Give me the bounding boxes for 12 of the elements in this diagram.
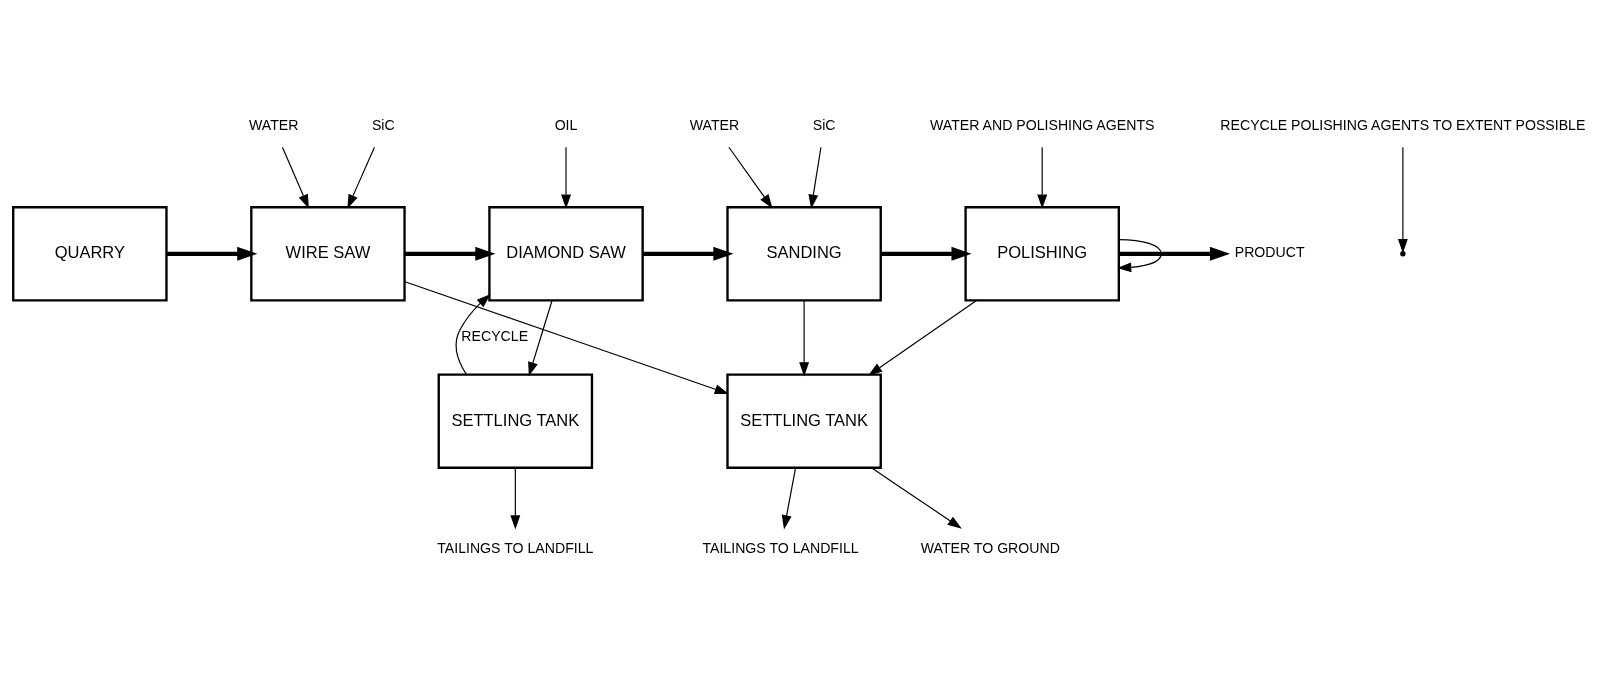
node-text: SiC — [371, 116, 395, 133]
node-text: WATER — [689, 116, 740, 133]
node-text: PRODUCT — [1234, 244, 1305, 261]
node-text: TAILINGS TO LANDFILL — [437, 539, 594, 556]
edge-label: RECYCLE — [461, 328, 529, 345]
node-text: TAILINGS TO LANDFILL — [702, 539, 859, 556]
node-text: RECYCLE POLISHING AGENTS TO EXTENT POSSIBLE — [1220, 116, 1586, 133]
node-text: SiC — [812, 116, 836, 133]
node-text: WATER AND POLISHING AGENTS — [929, 116, 1155, 133]
node-text: WATER — [249, 116, 299, 133]
node-text: OIL — [554, 116, 578, 133]
node-text: WATER TO GROUND — [920, 539, 1060, 556]
